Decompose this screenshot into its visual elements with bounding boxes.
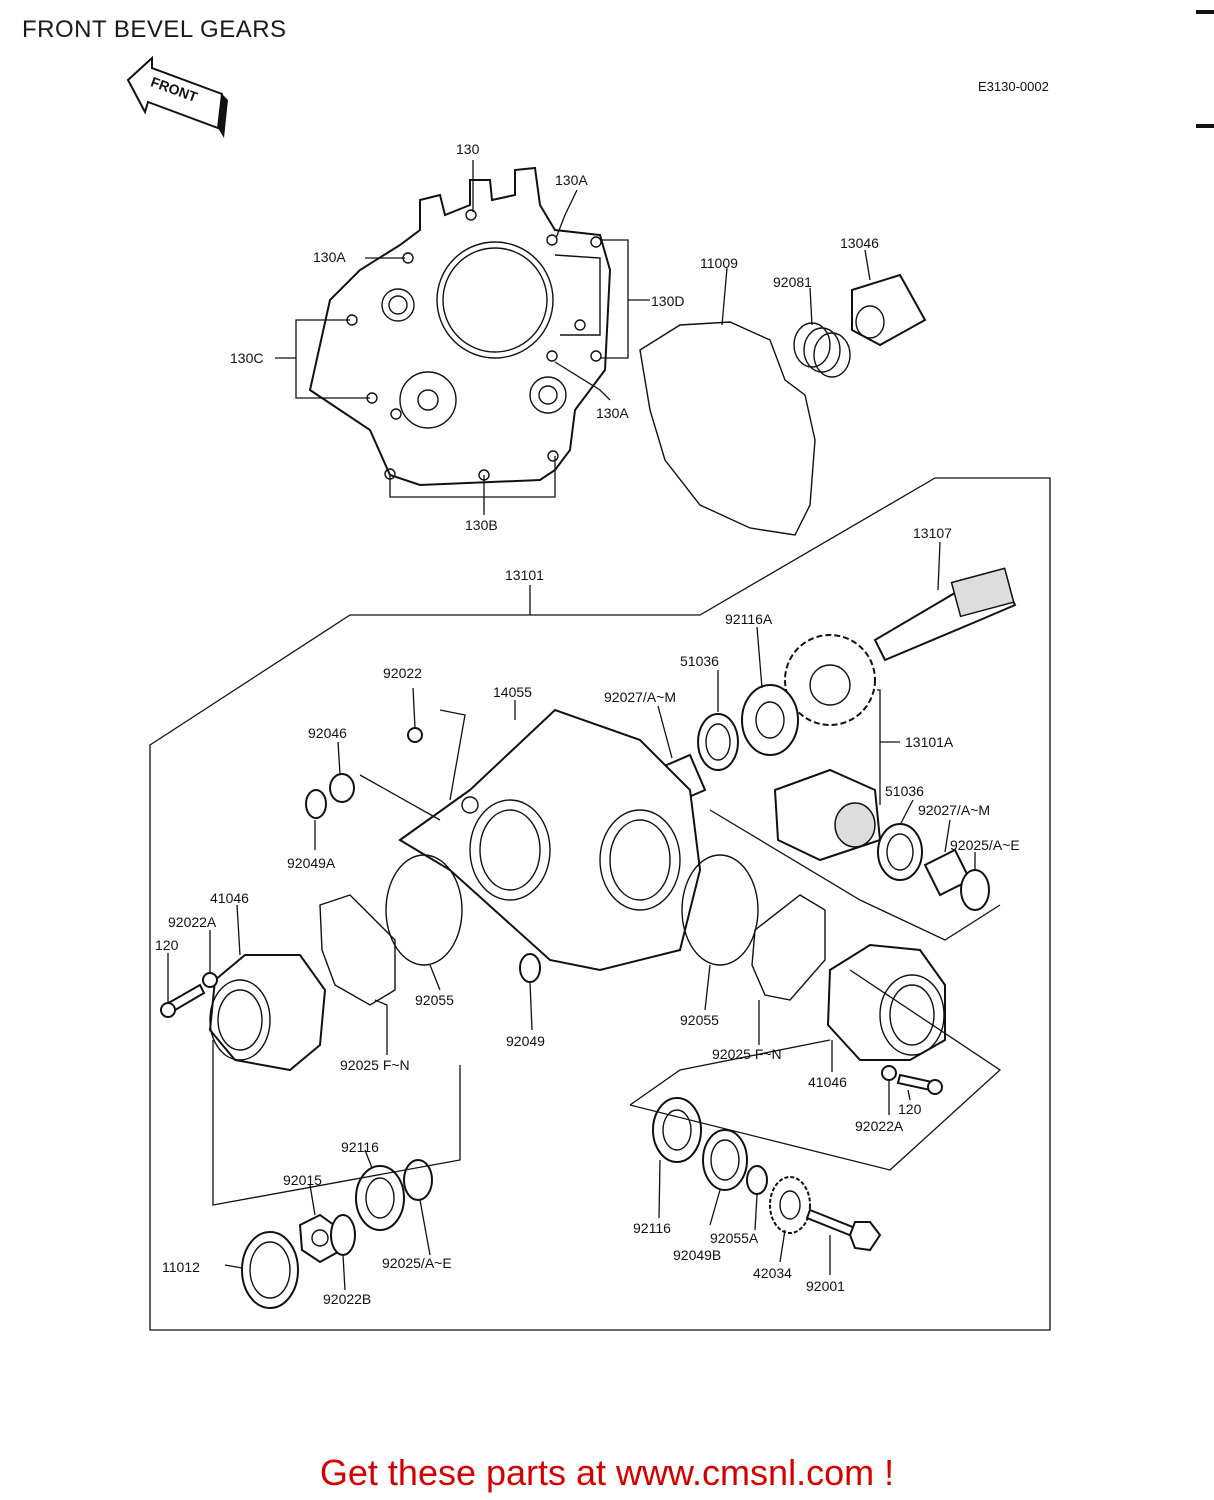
bearing-92116-right — [652, 1097, 702, 1163]
washer-92022b — [330, 1214, 356, 1256]
shim-plate-92025fn-right — [751, 894, 826, 1001]
seal-92049b — [702, 1129, 748, 1191]
callout-130c: 130C — [230, 350, 263, 366]
callout-92015: 92015 — [283, 1172, 322, 1188]
callout-92055: 92055 — [415, 992, 454, 1008]
housing-41046-left — [208, 954, 327, 1072]
shim-92025-right — [960, 869, 990, 911]
callout-51036: 51036 — [885, 783, 924, 799]
callout-11009: 11009 — [700, 255, 738, 271]
callout-92025ae: 92025/A~E — [382, 1255, 452, 1271]
bolt-92001 — [805, 1208, 882, 1252]
callout-92025fn: 92025 F~N — [712, 1046, 782, 1062]
callout-41046: 41046 — [808, 1074, 847, 1090]
callout-130a: 130A — [313, 249, 346, 265]
edge-mark — [1196, 10, 1214, 14]
bolt-120-right — [896, 1073, 943, 1095]
bevel-gear-13101a — [773, 634, 882, 862]
callout-14055: 14055 — [493, 684, 532, 700]
callout-92116a: 92116A — [725, 611, 773, 627]
diagram-code: E3130-0002 — [978, 79, 1049, 94]
callout-92055a: 92055A — [710, 1230, 759, 1246]
front-arrow: FRONT — [126, 55, 228, 138]
callout-92049a: 92049A — [287, 855, 336, 871]
callout-92022a: 92022A — [855, 1118, 904, 1134]
cam-13046 — [851, 273, 927, 347]
callout-13101a: 13101A — [905, 734, 954, 750]
callout-92049b: 92049B — [673, 1247, 721, 1263]
callout-92081: 92081 — [773, 274, 812, 290]
callout-51036: 51036 — [680, 653, 719, 669]
gear-case-14055 — [398, 708, 702, 972]
shaft-13107 — [873, 567, 1017, 662]
callout-41046: 41046 — [210, 890, 249, 906]
callout-92055: 92055 — [680, 1012, 719, 1028]
o-ring-92055-right — [681, 854, 759, 966]
bearing-92049a — [305, 789, 327, 819]
callout-92001: 92001 — [806, 1278, 845, 1294]
bearing-92116-left — [355, 1165, 405, 1231]
washer-92022a-right — [881, 1065, 897, 1081]
cap-11012 — [241, 1231, 299, 1309]
callout-92022b: 92022B — [323, 1291, 371, 1307]
callout-42034: 42034 — [753, 1265, 792, 1281]
page-title: FRONT BEVEL GEARS — [22, 16, 287, 43]
washer-92022 — [407, 727, 423, 743]
bearing-92049 — [519, 953, 541, 983]
gasket-11009 — [639, 321, 816, 536]
gear-42034 — [769, 1176, 811, 1234]
callout-130a: 130A — [596, 405, 629, 421]
callout-92025: 92025/A~E — [950, 837, 1020, 853]
callout-labels: 130 130A 130A 130D 130C 130A 130B 11009 … — [155, 141, 1020, 1307]
footer-link[interactable]: Get these parts at www.cmsnl.com ! — [319, 1452, 895, 1493]
callout-92025fn: 92025 F~N — [340, 1057, 410, 1073]
callout-130d: 130D — [651, 293, 684, 309]
callout-92049: 92049 — [506, 1033, 545, 1049]
leader-lines — [167, 160, 1002, 1291]
callout-92046: 92046 — [308, 725, 347, 741]
seal-51036-right — [877, 823, 923, 881]
callout-92116: 92116 — [341, 1139, 379, 1155]
shim-92025ae-bottom — [403, 1159, 433, 1201]
callout-11012: 11012 — [162, 1259, 200, 1275]
seal-51036-top — [697, 713, 739, 771]
housing-41046-right — [826, 943, 946, 1061]
bushing-92046 — [329, 773, 355, 803]
callout-130a: 130A — [555, 172, 588, 188]
callout-92116: 92116 — [633, 1220, 671, 1236]
callout-13107: 13107 — [913, 525, 952, 541]
callout-92022a: 92022A — [168, 914, 217, 930]
callout-130: 130 — [456, 141, 480, 157]
callout-13101: 13101 — [505, 567, 544, 583]
callout-120: 120 — [155, 937, 179, 953]
callout-13046: 13046 — [840, 235, 879, 251]
parts-diagram: FRONT — [126, 55, 1051, 1331]
spring-92081 — [793, 322, 851, 378]
callout-92027: 92027/A~M — [918, 802, 990, 818]
crankcase-130 — [308, 166, 612, 487]
bolt-120-left — [160, 983, 206, 1018]
o-ring-92055a — [746, 1165, 768, 1195]
shim-plate-92025fn-left — [319, 894, 396, 1006]
callout-120: 120 — [898, 1101, 922, 1117]
assembly-frame-13101 — [149, 477, 1051, 1331]
edge-mark — [1196, 124, 1214, 128]
callout-92022: 92022 — [383, 665, 422, 681]
washer-92022a-left — [202, 972, 218, 988]
o-ring-92055-left — [385, 854, 463, 966]
bearing-92116a — [741, 684, 799, 756]
callout-130b: 130B — [465, 517, 498, 533]
callout-92027: 92027/A~M — [604, 689, 676, 705]
